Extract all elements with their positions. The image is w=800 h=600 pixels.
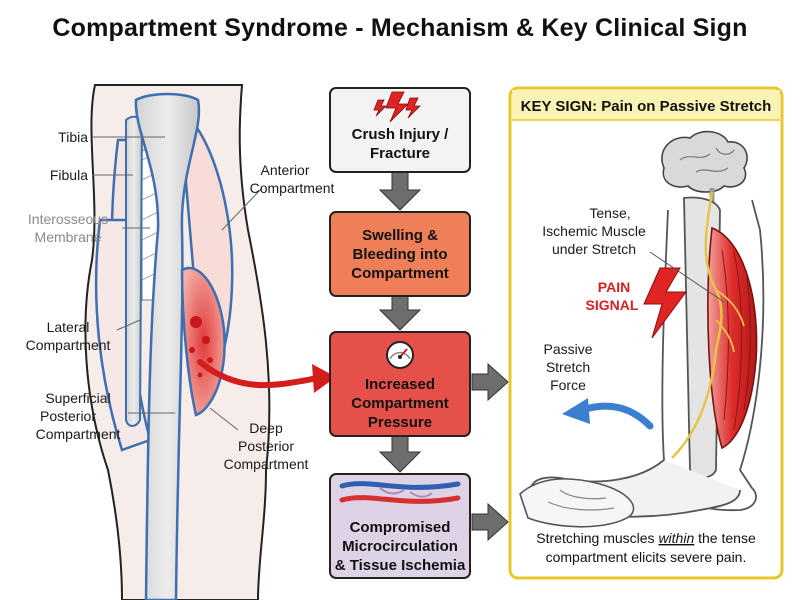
- label-superficial-2: Posterior: [40, 408, 96, 424]
- step-crush-injury: [329, 87, 471, 173]
- fibula-bone: [125, 115, 144, 427]
- step-increased-pressure: [329, 331, 471, 437]
- label-superficial-1: Superficial: [45, 390, 110, 406]
- leg-illustration: [84, 84, 336, 600]
- step1-line1: Crush Injury /: [352, 126, 450, 143]
- label-anterior-2: Compartment: [250, 180, 335, 196]
- pain-label-2: SIGNAL: [586, 297, 639, 313]
- nerve-pathway: [671, 191, 723, 459]
- key-sign-title: KEY SIGN: Pain on Passive Stretch: [521, 98, 772, 115]
- tibia-bone: [134, 92, 201, 600]
- arrow-step1-step2: [378, 171, 422, 211]
- step4-line3: & Tissue Ischemia: [335, 557, 466, 574]
- arrow-step2-step3: [378, 295, 422, 331]
- muscle-label-1: Tense,: [589, 205, 630, 221]
- key-sign-panel: KEY SIGN: Pain on Passive Stretch: [508, 86, 784, 580]
- label-deep-1: Deep: [249, 420, 283, 436]
- right-leg-outline: [661, 199, 765, 512]
- leg-leader-lines: [92, 136, 263, 431]
- arrow-step3-step4: [378, 435, 422, 473]
- pressure-link-arrow: [197, 359, 321, 388]
- step1-line2: Fracture: [370, 145, 430, 162]
- force-label-2: Stretch: [546, 359, 590, 375]
- label-deep-2: Posterior: [238, 438, 294, 454]
- flow-right-arrows: [471, 362, 509, 542]
- blood-vessel-icon: [339, 481, 461, 504]
- label-fibula: Fibula: [50, 167, 88, 183]
- key-sign-header-bg: [512, 90, 780, 120]
- label-lateral-2: Compartment: [26, 337, 111, 353]
- step3-line2: Compartment: [351, 395, 449, 412]
- flow-down-arrows: [378, 171, 422, 473]
- muscle-fibres: [721, 249, 751, 431]
- page-title: Compartment Syndrome - Mechanism & Key C…: [52, 14, 748, 42]
- step2-line3: Compartment: [351, 265, 449, 282]
- step4-line1: Compromised: [350, 519, 451, 536]
- tense-muscle: [707, 226, 758, 450]
- label-interosseous-1: Interosseous: [28, 211, 108, 227]
- step4-line2: Microcirculation: [342, 538, 458, 555]
- label-anterior-1: Anterior: [260, 162, 309, 178]
- step-swelling: [329, 211, 471, 297]
- lightning-icon: [373, 91, 421, 123]
- step3-line1: Increased: [365, 376, 435, 393]
- step2-line2: Bleeding into: [353, 246, 448, 263]
- label-interosseous-2: Membrane: [35, 229, 102, 245]
- muscle-leader-line: [649, 251, 725, 303]
- muscle-label-2: Ischemic Muscle: [542, 223, 646, 239]
- force-label-3: Force: [550, 377, 586, 393]
- label-lateral-1: Lateral: [47, 319, 90, 335]
- pain-label-1: PAIN: [598, 279, 630, 295]
- label-deep-3: Compartment: [224, 456, 309, 472]
- step2-line1: Swelling &: [362, 227, 438, 244]
- blood-spots: [189, 316, 213, 378]
- flow-chart: Crush Injury / Fracture Swelling & Bleed…: [329, 87, 509, 579]
- force-label-1: Passive: [543, 341, 592, 357]
- stretch-force-arrow: [578, 402, 654, 430]
- label-superficial-3: Compartment: [36, 426, 121, 442]
- arrow-ischemia-keysign: [471, 502, 509, 542]
- step3-line3: Pressure: [368, 414, 432, 431]
- pain-lightning-icon: [643, 267, 687, 339]
- pressure-gauge-icon: [386, 341, 414, 369]
- examiner-hand: [519, 478, 635, 528]
- label-tibia: Tibia: [58, 129, 88, 145]
- stretch-force-arrowhead: [562, 398, 590, 424]
- muscle-label-3: under Stretch: [552, 241, 636, 257]
- arrow-pressure-keysign: [471, 362, 509, 402]
- pressure-link-arrowhead: [312, 364, 336, 393]
- key-sign-caption-2: compartment elicits severe pain.: [546, 549, 747, 565]
- key-sign-caption-1: Stretching muscles within the tense: [536, 530, 756, 546]
